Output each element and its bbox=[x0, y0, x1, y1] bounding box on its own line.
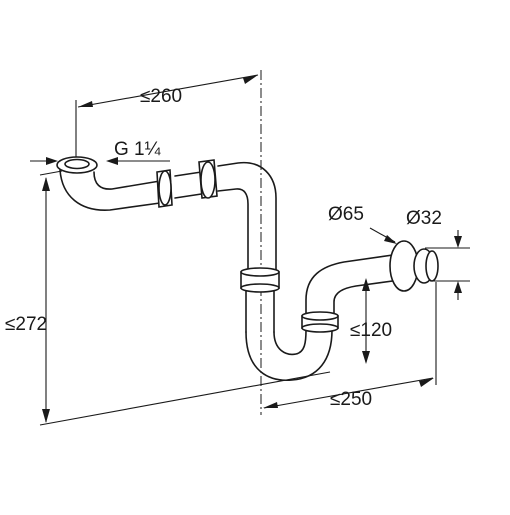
dimension-height-total bbox=[39, 170, 331, 426]
vertical-nut-top bbox=[240, 267, 280, 277]
label-height-total: ≤272 bbox=[5, 314, 47, 335]
dimension-width-top bbox=[75, 74, 259, 160]
wall-pipe-end bbox=[425, 250, 439, 282]
outlet-nut-top bbox=[301, 311, 339, 321]
label-thread: G 1¼ bbox=[114, 139, 162, 160]
top-pipe-bend-inner bbox=[217, 188, 249, 273]
inlet-elbow-inner bbox=[93, 171, 161, 190]
outlet-nut-bottom bbox=[301, 323, 339, 333]
dimension-diam-pipe bbox=[425, 230, 470, 300]
top-pipe-bend-outer bbox=[217, 161, 277, 273]
arrow-top bbox=[42, 177, 50, 191]
label-width-bottom: ≤250 bbox=[330, 389, 372, 410]
leader-arrow bbox=[384, 235, 397, 244]
label-diam-outer: Ø65 bbox=[328, 204, 364, 225]
arrow-left bbox=[78, 101, 93, 107]
arrow-right bbox=[243, 75, 258, 84]
label-width-top: ≤260 bbox=[140, 86, 182, 107]
u-bend-inner bbox=[273, 329, 307, 356]
label-diam-pipe: Ø32 bbox=[406, 208, 442, 229]
thread-arrow-left bbox=[46, 157, 58, 165]
arrow-left bbox=[263, 402, 278, 408]
inlet-elbow-outer bbox=[59, 169, 161, 211]
extension-line-top bbox=[39, 170, 63, 176]
arrow-upper bbox=[454, 236, 462, 248]
outlet-arm-lower bbox=[333, 279, 401, 317]
inlet-cap-inner bbox=[64, 158, 90, 170]
outlet-arm-upper bbox=[305, 253, 401, 317]
thread-callout bbox=[30, 157, 170, 165]
siphon-pipe bbox=[59, 161, 401, 382]
u-bend-outer bbox=[245, 329, 333, 382]
arrow-lower bbox=[454, 281, 462, 293]
arrow-right bbox=[419, 378, 434, 387]
dimension-line bbox=[77, 74, 259, 108]
arrow-bottom bbox=[42, 409, 50, 423]
fittings bbox=[56, 156, 439, 333]
ring-1-face bbox=[158, 170, 172, 206]
dimension-diam-outer bbox=[369, 227, 397, 244]
dimension-width-bottom bbox=[263, 282, 437, 409]
arrow-bottom bbox=[362, 351, 370, 364]
dimension-line bbox=[263, 377, 434, 409]
label-height-outlet: ≤120 bbox=[350, 320, 392, 341]
ring-2-face bbox=[200, 161, 216, 199]
vertical-nut-bottom bbox=[240, 283, 280, 293]
thread-arrow-right bbox=[106, 157, 118, 165]
